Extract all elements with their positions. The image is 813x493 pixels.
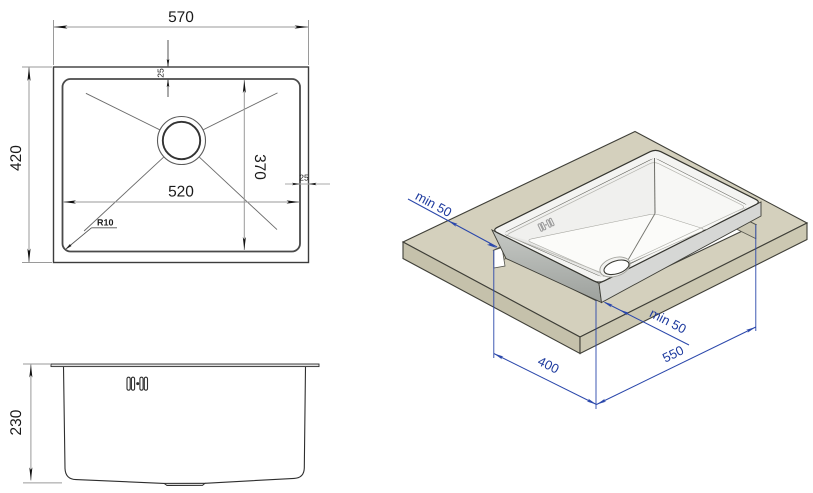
svg-text:370: 370	[251, 154, 268, 180]
svg-text:230: 230	[8, 409, 25, 435]
svg-text:R10: R10	[97, 218, 114, 228]
svg-text:25: 25	[156, 68, 166, 78]
svg-text:420: 420	[8, 145, 25, 171]
svg-text:400: 400	[535, 353, 561, 376]
svg-text:min 50: min 50	[413, 188, 454, 220]
svg-text:570: 570	[168, 9, 194, 26]
svg-text:min 50: min 50	[647, 305, 689, 336]
svg-text:25: 25	[299, 173, 309, 183]
svg-text:520: 520	[168, 184, 194, 201]
svg-text:550: 550	[660, 342, 686, 365]
